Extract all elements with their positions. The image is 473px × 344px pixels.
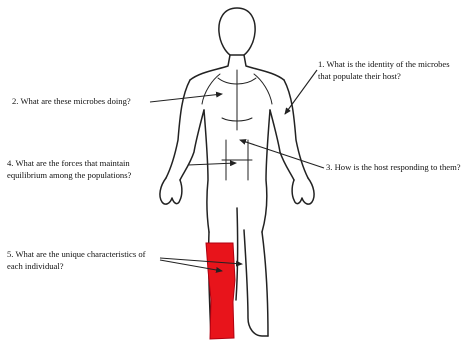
left-arm-outer — [166, 80, 190, 178]
question-5-line-1: 5. What are the unique characteristics o… — [7, 248, 145, 260]
question-4-line-2: equilibrium among the populations? — [7, 169, 131, 181]
question-2-line-1: 2. What are these microbes doing? — [12, 95, 131, 107]
question-2: 2. What are these microbes doing? — [12, 95, 131, 107]
question-4: 4. What are the forces that maintain equ… — [7, 157, 131, 181]
question-5: 5. What are the unique characteristics o… — [7, 248, 145, 272]
question-3-line-1: 3. How is the host responding to them? — [326, 161, 461, 173]
head — [219, 8, 255, 55]
question-5-line-2: each individual? — [7, 260, 145, 272]
question-4-line-1: 4. What are the forces that maintain — [7, 157, 131, 169]
question-1: 1. What is the identity of the microbes … — [318, 58, 450, 82]
neck-left — [190, 55, 230, 80]
left-arm-inner — [180, 110, 204, 180]
right-leg-outer — [262, 232, 268, 336]
highlighted-leg — [206, 243, 235, 339]
crotch — [236, 208, 238, 300]
torso-left — [204, 110, 209, 232]
arrow-q1 — [285, 70, 317, 114]
neck-right — [244, 55, 284, 80]
right-arm-outer — [284, 80, 308, 178]
right-hand — [292, 178, 314, 204]
right-arm-inner — [270, 110, 294, 180]
body-outline — [160, 8, 314, 338]
left-hand — [160, 178, 182, 204]
question-1-line-2: that populate their host? — [318, 70, 450, 82]
arrow-q2 — [150, 94, 222, 102]
question-3: 3. How is the host responding to them? — [326, 161, 461, 173]
arrow-q4 — [188, 163, 236, 165]
torso-right — [262, 110, 270, 232]
arrow-q3 — [240, 140, 324, 168]
question-1-line-1: 1. What is the identity of the microbes — [318, 58, 450, 70]
